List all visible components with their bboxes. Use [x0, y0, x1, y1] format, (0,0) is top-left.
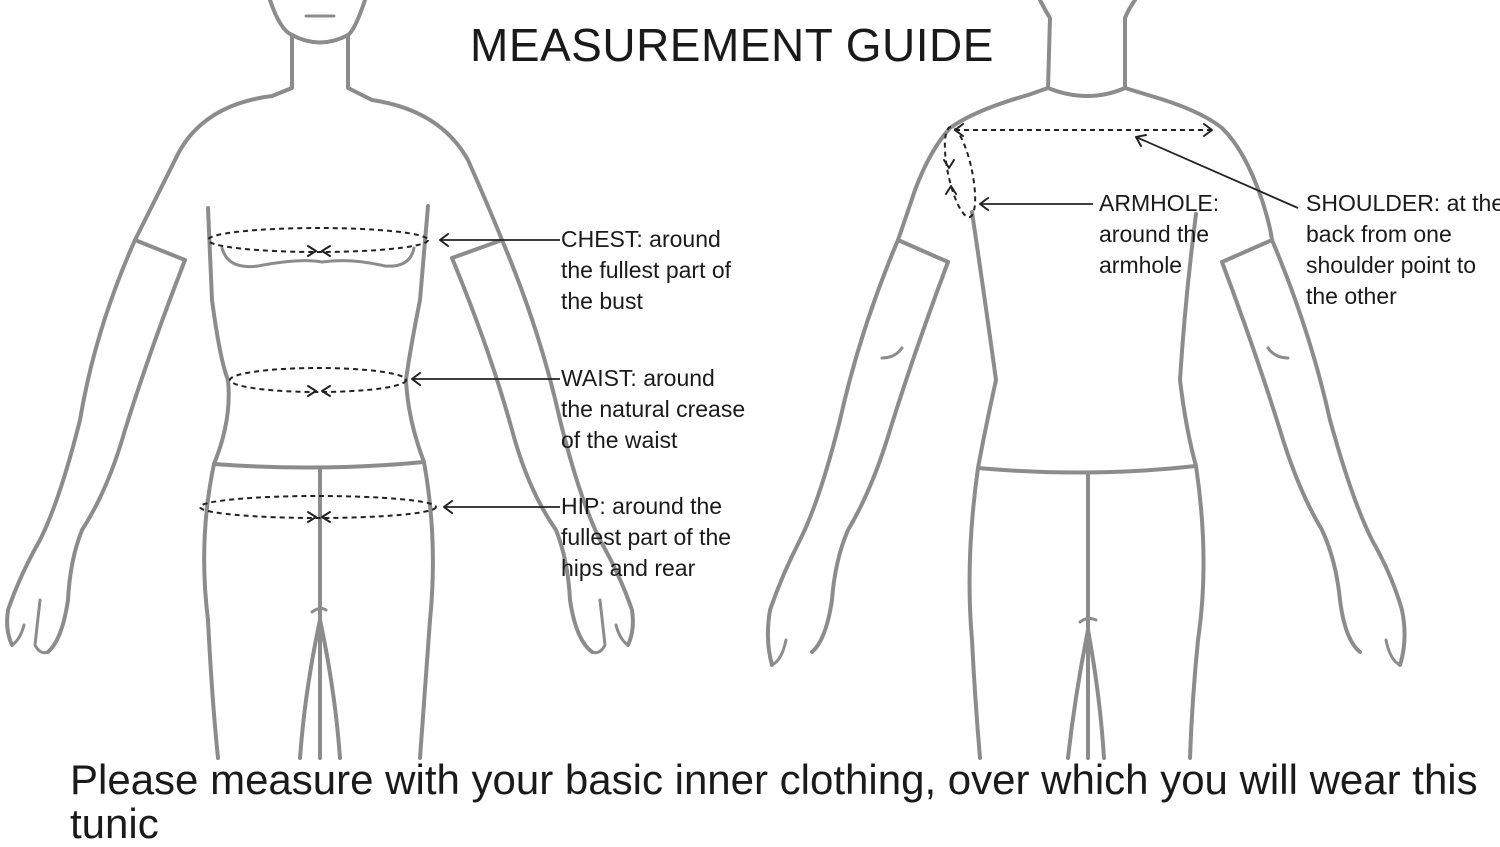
chest-label-line: the fullest part of: [561, 257, 732, 283]
armhole-label-line: around the: [1099, 221, 1209, 247]
hip-label-line: fullest part of the: [561, 524, 732, 550]
waist-tape: [229, 367, 407, 397]
armhole-label: ARMHOLE: around the armhole: [1099, 188, 1219, 281]
chest-leader: [439, 233, 560, 247]
front-figure: [5, 0, 635, 760]
shoulder-tape: [954, 123, 1213, 137]
hip-label: HIP: around the fullest part of the hips…: [561, 491, 731, 584]
waist-label: WAIST: around the natural crease of the …: [561, 363, 745, 456]
waist-label-line: the natural crease: [561, 396, 746, 422]
chest-label: CHEST: around the fullest part of the bu…: [561, 224, 731, 317]
hip-label-line: HIP: around the: [561, 493, 723, 519]
armhole-tape: [943, 125, 977, 219]
measurement-note: Please measure with your basic inner clo…: [70, 756, 1478, 847]
hip-label-line: hips and rear: [561, 555, 696, 581]
waist-label-line: WAIST: around: [561, 365, 715, 391]
chest-tape: [207, 227, 429, 257]
shoulder-label-line: back from one: [1306, 221, 1452, 247]
shoulder-label: SHOULDER: at the back from one shoulder …: [1306, 188, 1500, 312]
hip-leader: [443, 500, 560, 514]
shoulder-label-line: SHOULDER: at the: [1306, 190, 1500, 216]
armhole-label-line: ARMHOLE:: [1099, 190, 1220, 216]
back-figure: [765, 0, 1407, 760]
chest-label-line: CHEST: around: [561, 226, 721, 252]
waist-label-line: of the waist: [561, 427, 678, 453]
shoulder-label-line: the other: [1306, 283, 1397, 309]
page-title: MEASUREMENT GUIDE: [470, 19, 994, 71]
armhole-leader: [979, 197, 1093, 211]
hip-tape: [199, 495, 437, 523]
chest-label-line: the bust: [561, 288, 643, 314]
shoulder-leader: [1135, 134, 1299, 209]
shoulder-label-line: shoulder point to: [1306, 252, 1477, 278]
armhole-label-line: armhole: [1099, 252, 1183, 278]
waist-leader: [411, 372, 560, 386]
